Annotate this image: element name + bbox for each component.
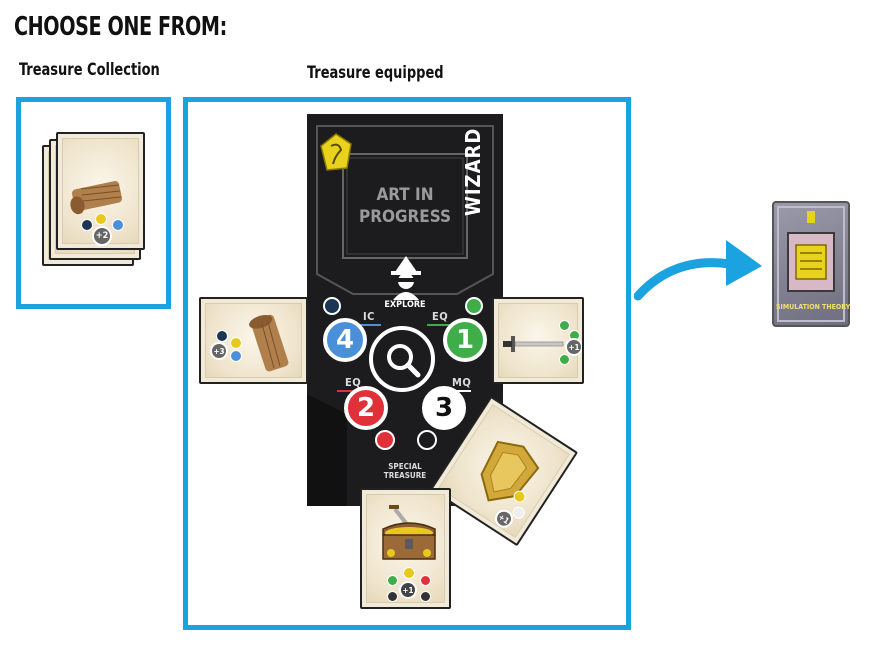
gold-coin-icon [230, 337, 242, 349]
scroll-icon [249, 314, 289, 372]
chest-bonus-badge: +1 [399, 581, 417, 599]
stat-label-eq-1: EQ [432, 310, 449, 323]
page-title: CHOOSE ONE FROM: [14, 12, 227, 42]
wizard-icon [391, 256, 421, 300]
attack-icon [387, 575, 398, 586]
stat-label-mq: MQ [452, 376, 472, 389]
stat-label-eq-2: EQ [345, 376, 362, 389]
attack-icon-3 [559, 354, 570, 365]
explore-label: EXPLORE [384, 300, 426, 310]
mana-icon [230, 350, 242, 362]
equipped-card-treasure-chest[interactable]: +1 [360, 488, 451, 609]
intelligence-stat-icon [323, 297, 341, 315]
treasure-equipped-frame[interactable] [183, 97, 631, 630]
special-treasure-label: SPECIAL TREASURE [383, 462, 427, 480]
scroll-bonus-badge: +3 [210, 342, 228, 360]
treasure-collection-label: Treasure Collection [19, 60, 160, 80]
stat-value-ic: 4 [323, 318, 367, 362]
magnifier-icon [387, 344, 421, 378]
treasure-chest-icon [382, 505, 436, 560]
mana-icon [112, 219, 124, 231]
attack-stat-icon [465, 297, 483, 315]
equipped-card-scroll[interactable]: +3 [199, 297, 308, 384]
gem-icon [320, 133, 352, 171]
scroll-icon [70, 180, 123, 215]
stat-label-ic: IC [363, 310, 375, 323]
heart-icon [375, 430, 395, 450]
treasure-collection-frame[interactable] [16, 97, 171, 309]
sword-icon [503, 336, 564, 352]
reward-card-simulation-theory[interactable]: SIMULATION THEORY [772, 201, 850, 327]
explore-stat-icon [387, 591, 398, 602]
intelligence-icon [81, 219, 93, 231]
sword-bonus-badge: +1 [565, 338, 582, 356]
treasure-equipped-label: Treasure equipped [307, 63, 444, 83]
health-icon [420, 575, 431, 586]
stat-value-mq: 3 [422, 386, 466, 430]
stat-value-eq-1: 1 [443, 318, 487, 362]
curved-arrow-icon [634, 240, 762, 301]
art-placeholder: ART IN PROGRESS [358, 185, 452, 227]
reward-card-label: SIMULATION THEORY [776, 303, 851, 311]
eye-icon [417, 430, 437, 450]
explore-button[interactable] [369, 326, 435, 392]
intelligence-icon [216, 330, 228, 342]
golden-shield-icon [480, 440, 540, 502]
collection-card-scroll[interactable]: +2 [56, 132, 145, 250]
eye-stat-icon [420, 591, 431, 602]
gold-coin-icon [95, 213, 107, 225]
stat-value-eq-2: 2 [344, 386, 388, 430]
hero-board: WIZARD ART IN PROGRESS EXPLORE IC EQ EQ … [307, 114, 503, 506]
attack-icon [559, 320, 570, 331]
equipped-card-sword[interactable]: +1 [492, 297, 584, 384]
gold-coin-icon [403, 567, 415, 579]
class-name: WIZARD [461, 127, 485, 216]
collection-bonus-badge: +2 [92, 226, 112, 246]
equipped-card-golden-shield[interactable]: +1 [429, 395, 579, 547]
